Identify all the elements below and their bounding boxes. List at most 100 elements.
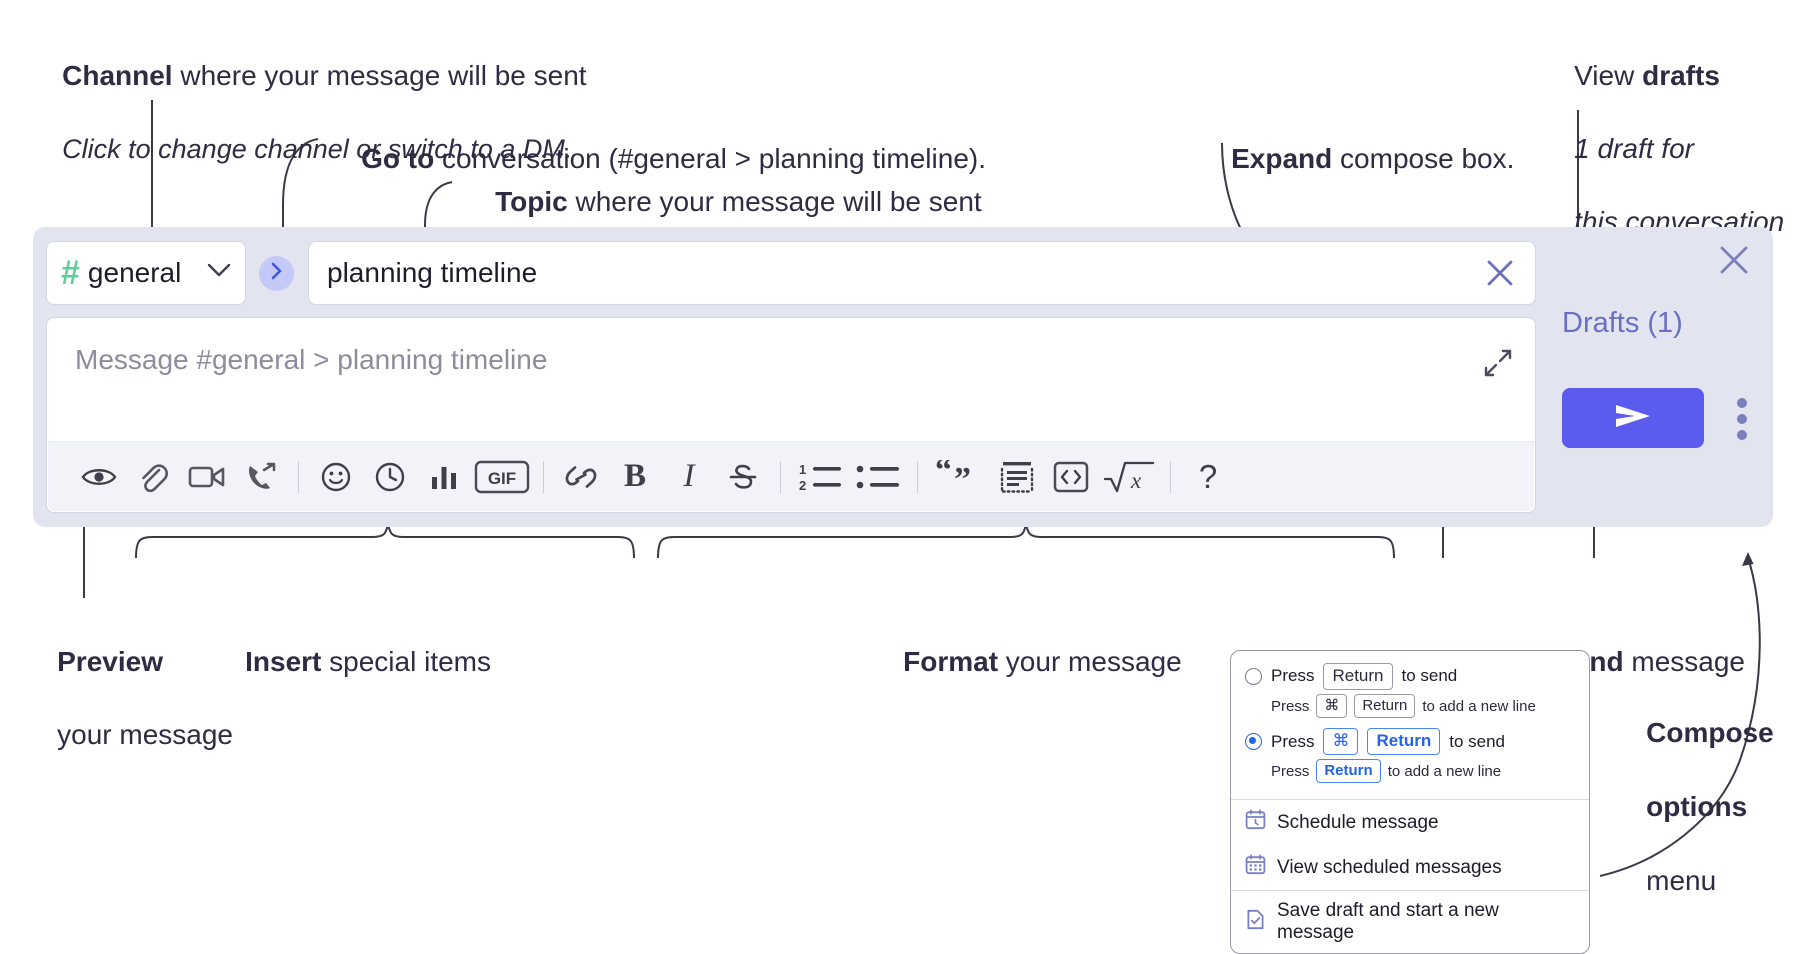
annotation-channel-rest: where your message will be sent — [172, 60, 587, 92]
annotation-goto-rest: conversation (#general > planning timeli… — [434, 143, 986, 175]
annotation-topic-rest: where your message will be sent — [567, 186, 982, 218]
paperclip-icon[interactable] — [126, 450, 180, 504]
menu-item-label: Save draft and start a new message — [1277, 900, 1499, 944]
menu-item-label: Schedule message — [1277, 811, 1439, 833]
annotation-insert-rest: special items — [321, 646, 491, 678]
calendar-grid-icon — [1245, 854, 1266, 881]
radio-unselected-icon[interactable] — [1245, 667, 1262, 685]
expand-icon[interactable] — [1483, 348, 1513, 383]
menu-item-save-draft[interactable]: Save draft and start a new message — [1231, 891, 1589, 953]
chevron-right-icon — [269, 261, 285, 286]
compose-options-menu: Press Return to send Press ⌘ Return to a… — [1230, 650, 1590, 954]
annotation-channel-bold: Channel — [62, 60, 173, 92]
svg-text:x: x — [1130, 468, 1142, 493]
send-button[interactable] — [1562, 388, 1704, 448]
annotation-format: Format your message — [872, 608, 1182, 717]
send-mode-0-tail: to send — [1401, 666, 1458, 686]
video-camera-icon[interactable] — [180, 450, 234, 504]
drafts-link[interactable]: Drafts (1) — [1562, 307, 1683, 339]
annotation-expand: Expand compose box. — [1200, 105, 1514, 214]
emoji-smiley-icon[interactable] — [309, 450, 363, 504]
strikethrough-icon[interactable] — [716, 450, 770, 504]
annotation-send-rest: message — [1623, 646, 1745, 678]
send-mode-1-sub: Press Return to add a new line — [1271, 759, 1575, 784]
send-mode-0-sub: Press ⌘ Return to add a new line — [1271, 693, 1575, 719]
annotation-preview-bold: Preview — [57, 646, 163, 678]
chevron-down-icon — [207, 263, 231, 283]
send-mode-1-sub-press: Press — [1271, 762, 1310, 780]
key-command: ⌘ — [1316, 693, 1348, 719]
annotation-expand-rest: compose box. — [1332, 143, 1515, 175]
question-mark-icon[interactable]: ? — [1198, 457, 1218, 495]
key-return: Return — [1316, 759, 1381, 784]
italic-icon[interactable]: I — [683, 458, 695, 494]
menu-divider-1 — [1231, 799, 1589, 801]
annotation-topic-bold: Topic — [495, 186, 568, 218]
key-return: Return — [1354, 693, 1416, 719]
send-mode-1-press: Press — [1271, 731, 1315, 751]
clock-icon[interactable] — [363, 450, 417, 504]
annotation-expand-bold: Expand — [1231, 143, 1333, 175]
menu-divider-2 — [1231, 890, 1589, 892]
send-mode-1-sub-tail: to add a new line — [1387, 762, 1502, 780]
more-options-vertical-icon[interactable] — [1729, 397, 1755, 441]
toolbar-separator-4 — [917, 460, 918, 493]
bold-icon[interactable]: B — [623, 458, 646, 494]
annotation-drafts-italic1: 1 draft for — [1574, 133, 1694, 165]
gif-icon[interactable]: GIF — [471, 450, 533, 504]
send-mode-0-sub-tail: to add a new line — [1422, 697, 1536, 715]
radio-selected-icon[interactable] — [1245, 733, 1262, 751]
code-inline-icon[interactable] — [1044, 450, 1098, 504]
send-mode-0-sub-press: Press — [1271, 697, 1310, 715]
send-mode-0-press: Press — [1271, 666, 1315, 686]
annotation-drafts-bold: drafts — [1642, 60, 1720, 92]
channel-selector[interactable]: # general — [46, 241, 246, 305]
phone-forward-icon[interactable] — [234, 450, 288, 504]
svg-text:“: “ — [935, 460, 952, 489]
menu-item-schedule-message[interactable]: Schedule message — [1231, 800, 1589, 845]
compose-inner: # general planning timeline — [46, 241, 1536, 513]
goto-conversation-button[interactable] — [259, 256, 294, 291]
message-placeholder: Message #general > planning timeline — [75, 344, 548, 375]
annotation-compose-options-bold2: options — [1646, 790, 1748, 822]
math-sqrt-icon[interactable]: x — [1098, 450, 1160, 504]
bar-chart-icon[interactable] — [417, 450, 471, 504]
svg-text:2: 2 — [799, 478, 806, 493]
bulleted-list-icon[interactable] — [849, 450, 907, 504]
annotation-format-rest: your message — [998, 646, 1182, 678]
compose-top-row: # general planning timeline — [46, 241, 1536, 307]
send-mode-option-return[interactable]: Press Return to send — [1245, 663, 1575, 690]
annotation-goto: Go to conversation (#general > planning … — [330, 105, 986, 214]
hash-icon: # — [61, 254, 80, 292]
toolbar-separator-5 — [1170, 460, 1171, 493]
compose-right-column: Drafts (1) — [1549, 227, 1773, 527]
link-icon[interactable] — [554, 450, 608, 504]
calendar-clock-icon — [1245, 809, 1266, 836]
topic-value: planning timeline — [327, 257, 538, 288]
key-return: Return — [1367, 728, 1441, 756]
topic-field[interactable]: planning timeline — [308, 241, 1536, 305]
message-input-box[interactable]: Message #general > planning timeline — [46, 317, 1536, 513]
code-block-icon[interactable] — [990, 450, 1044, 504]
quote-icon[interactable]: “” — [928, 450, 990, 504]
toolbar-separator-1 — [298, 460, 299, 493]
annotation-channel: Channel where your message will be sent … — [31, 22, 587, 204]
send-paper-plane-icon — [1610, 399, 1656, 438]
annotation-channel-italic: Click to change channel or switch to a D… — [62, 134, 573, 165]
annotation-compose-options-bold1: Compose — [1646, 716, 1774, 748]
close-icon[interactable] — [1717, 243, 1751, 282]
send-mode-option-cmd-return[interactable]: Press ⌘ Return to send — [1245, 728, 1575, 756]
annotation-insert-bold: Insert — [245, 646, 322, 678]
annotation-preview: Preview your message — [26, 608, 233, 790]
menu-item-view-scheduled-messages[interactable]: View scheduled messages — [1231, 845, 1589, 890]
eye-icon[interactable] — [72, 450, 126, 504]
send-mode-section: Press Return to send Press ⌘ Return to a… — [1231, 651, 1589, 799]
channel-name: general — [87, 257, 182, 288]
key-return: Return — [1323, 663, 1393, 690]
topic-clear-button[interactable] — [1465, 242, 1535, 304]
annotation-compose-options-rest: menu — [1646, 864, 1717, 896]
document-check-icon — [1245, 909, 1266, 936]
annotation-insert: Insert special items — [214, 608, 491, 717]
annotation-goto-bold: Go to — [361, 143, 435, 175]
